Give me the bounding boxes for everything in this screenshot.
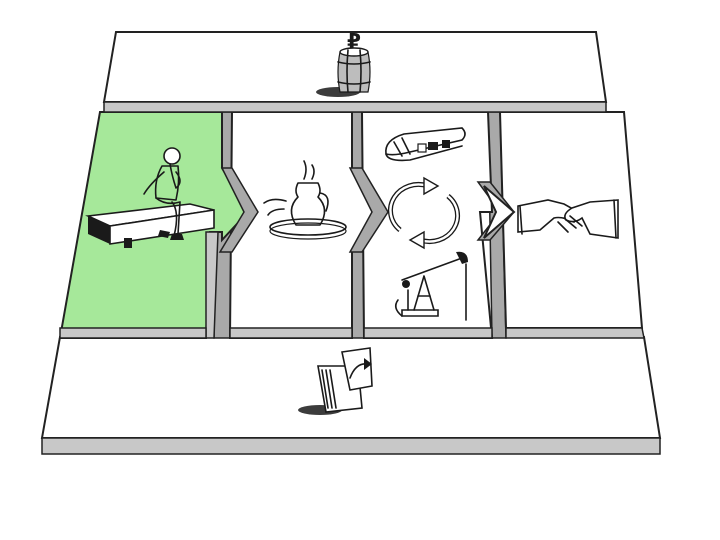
ruble-symbol: ₽ xyxy=(347,29,361,53)
right-block xyxy=(488,112,644,338)
